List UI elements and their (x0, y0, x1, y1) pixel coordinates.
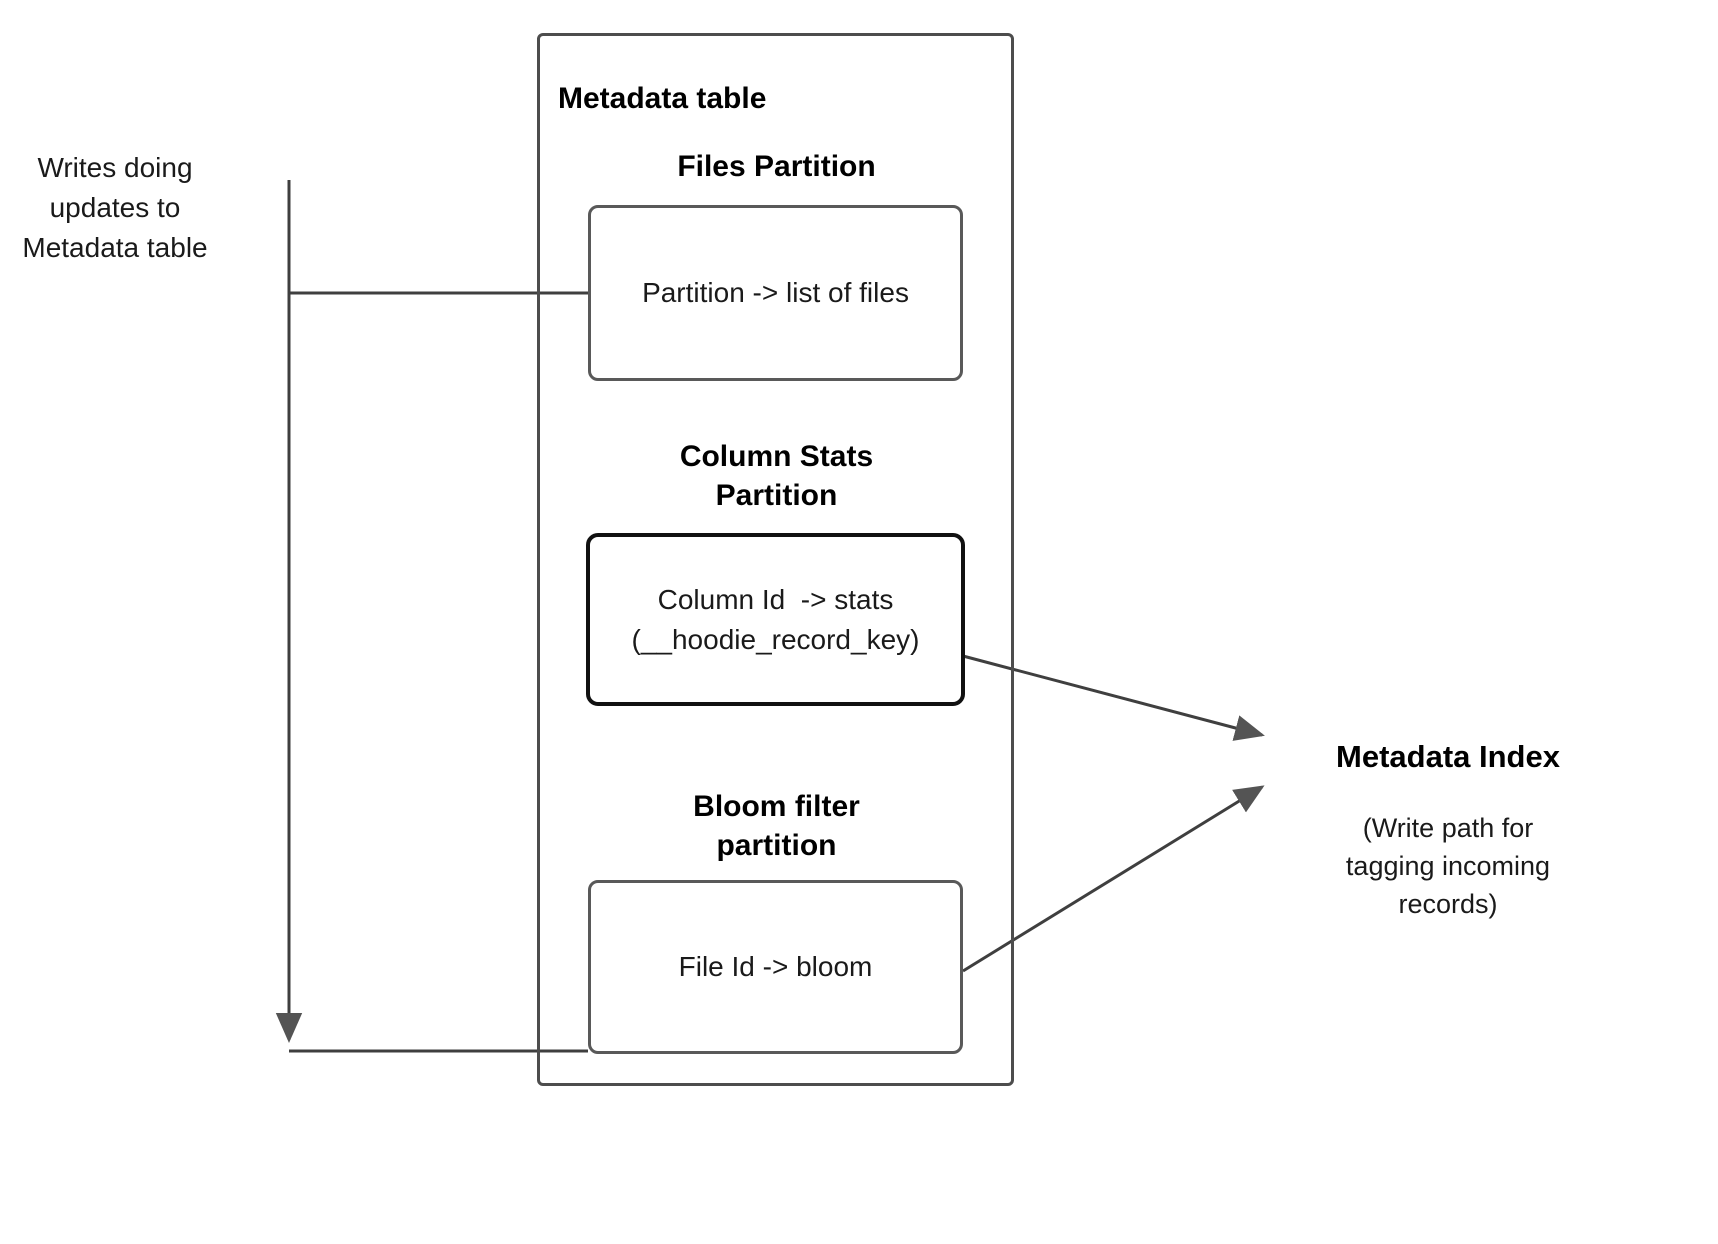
files-partition-box-label: Partition -> list of files (588, 205, 963, 381)
column-stats-partition-box-text: Column Id -> stats (__hoodie_record_key) (631, 583, 920, 655)
files-partition-heading: Files Partition (589, 146, 964, 186)
metadata-table-title: Metadata table (558, 78, 958, 118)
metadata-table-container (537, 33, 1014, 1086)
files-partition-heading-text: Files Partition (677, 149, 876, 183)
bloom-filter-partition-box (588, 880, 963, 1054)
bloom-filter-partition-heading-text: Bloom filter partition (693, 790, 860, 862)
column-stats-partition-box (586, 533, 965, 706)
metadata-index-caption: (Write path for tagging incoming records… (1298, 806, 1598, 926)
writes-note-label: Writes doing updates to Metadata table (10, 150, 220, 265)
column-stats-partition-box-label: Column Id -> stats (__hoodie_record_key) (586, 533, 965, 706)
files-partition-box (588, 205, 963, 381)
metadata-index-caption-text: (Write path for tagging incoming records… (1345, 813, 1551, 919)
bloom-filter-partition-box-label: File Id -> bloom (588, 880, 963, 1054)
metadata-table-title-text: Metadata table (558, 81, 767, 115)
metadata-index-title: Metadata Index (1288, 736, 1608, 778)
column-stats-partition-heading: Column Stats Partition (589, 436, 964, 516)
bloom-filter-partition-box-text: File Id -> bloom (678, 951, 873, 982)
writes-note-text: Writes doing updates to Metadata table (22, 151, 208, 263)
column-stats-partition-heading-text: Column Stats Partition (679, 440, 874, 512)
bloom-filter-partition-heading: Bloom filter partition (589, 786, 964, 866)
metadata-index-title-text: Metadata Index (1336, 739, 1560, 774)
files-partition-box-text: Partition -> list of files (642, 277, 909, 308)
